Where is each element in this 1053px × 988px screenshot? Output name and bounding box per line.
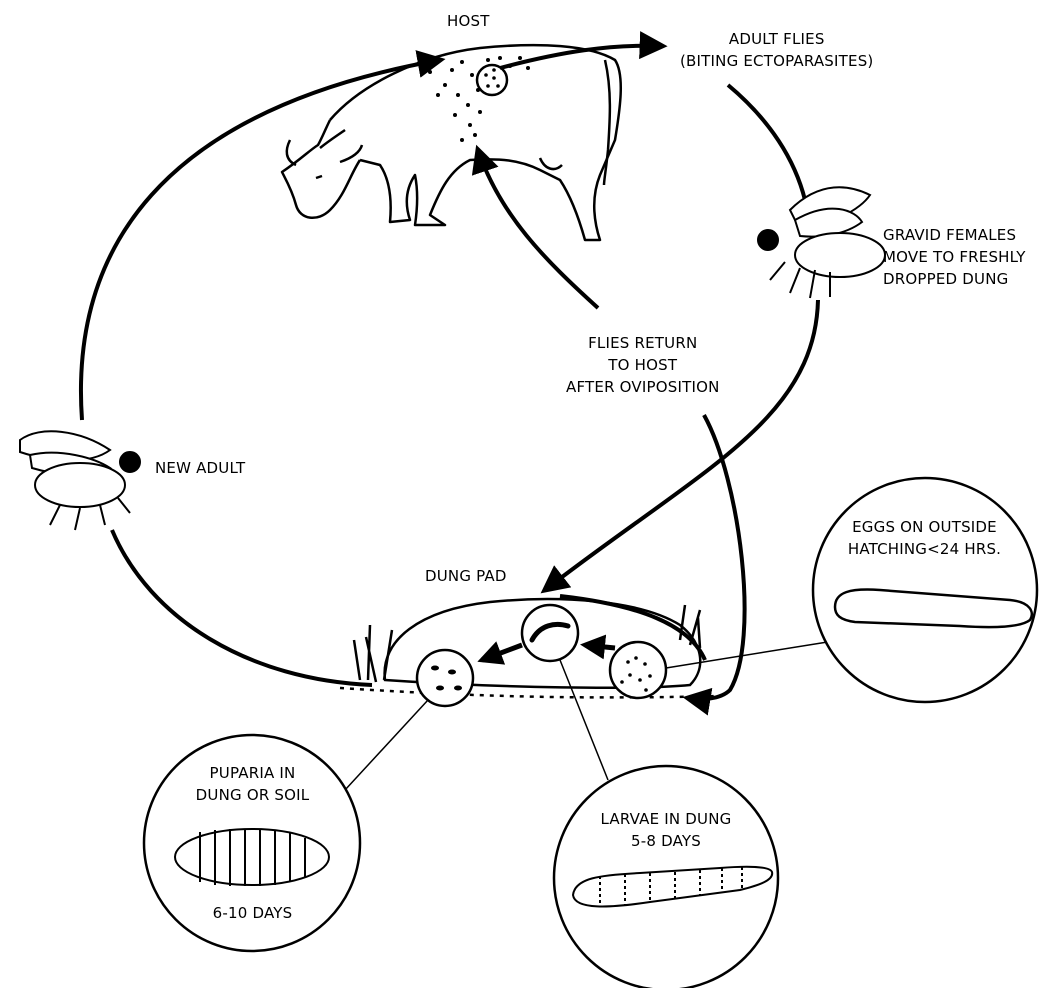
label-puparia-days: 6-10 DAYS (175, 902, 330, 924)
label-adult-flies: ADULT FLIES (BITING ECTOPARASITES) (680, 28, 873, 72)
arrow-host-to-adult-flies (500, 46, 662, 68)
gravid-female-fly-illustration (758, 187, 885, 298)
new-adult-fly-illustration (20, 431, 140, 530)
larva-dung-circle (522, 605, 578, 661)
eggs-dung-circle (610, 642, 666, 698)
callout-puparia-line (345, 700, 428, 790)
label-puparia: PUPARIA IN DUNG OR SOIL (175, 762, 330, 806)
label-larvae: LARVAE IN DUNG 5-8 DAYS (576, 808, 756, 852)
arrow-adult-flies-to-gravid (728, 85, 805, 200)
callout-larvae-line (560, 660, 608, 780)
label-eggs: EGGS ON OUTSIDE HATCHING<24 HRS. (822, 516, 1027, 560)
eggs-inset-circle (813, 478, 1037, 702)
arrow-larvae-to-puparia (482, 645, 522, 660)
label-flies-return: FLIES RETURN TO HOST AFTER OVIPOSITION (566, 332, 720, 398)
callout-eggs-line (666, 640, 840, 668)
label-new-adult: NEW ADULT (155, 457, 245, 479)
arrow-new-adult-to-host (81, 60, 440, 420)
label-gravid-females: GRAVID FEMALES MOVE TO FRESHLY DROPPED D… (883, 224, 1026, 290)
label-dung-pad: DUNG PAD (425, 565, 507, 587)
flies-on-host-dots (428, 56, 530, 142)
arrow-return-to-host (478, 150, 598, 308)
puparia-dung-circle (417, 650, 473, 706)
arrow-eggs-to-larvae (585, 645, 615, 648)
puparium-illustration (175, 829, 329, 886)
label-host: HOST (447, 10, 490, 32)
cow-host-illustration (282, 45, 621, 240)
arrow-dung-to-new-adult (112, 530, 372, 685)
host-magnifier-circle (477, 65, 507, 95)
